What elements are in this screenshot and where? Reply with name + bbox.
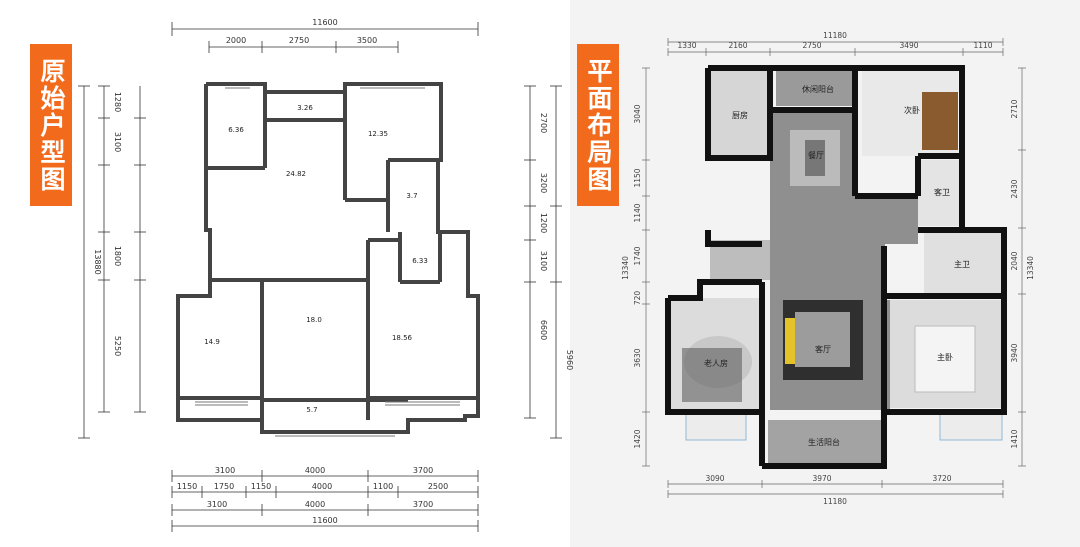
plan-dimension-lines xyxy=(642,38,1026,498)
dim-bottom-r3-2: 4000 xyxy=(305,500,325,509)
plan-dim-bottom-3: 3720 xyxy=(932,474,951,483)
room-guest-bath: 客卫 xyxy=(934,187,950,197)
plan-dim-top-1: 1330 xyxy=(677,41,696,50)
plan-dim-left-6: 3630 xyxy=(633,348,642,367)
dim-top-3: 3500 xyxy=(357,36,377,45)
dim-bottom-r2-1: 1150 xyxy=(177,482,197,491)
dim-top-1: 2000 xyxy=(226,36,246,45)
plan-dim-bottom-2: 3970 xyxy=(812,474,831,483)
plan-dim-right-1: 2710 xyxy=(1010,99,1019,118)
dim-right-2: 3200 xyxy=(539,173,548,193)
plan-dim-left-total: 13340 xyxy=(621,256,630,280)
room-area-4: 24.82 xyxy=(286,170,306,178)
dim-bottom-r3-1: 3100 xyxy=(207,500,227,509)
dim-right-6: 5960 xyxy=(565,350,574,370)
room-kitchen: 厨房 xyxy=(732,110,748,120)
plan-floors xyxy=(670,70,1003,464)
plan-room-labels: 休闲阳台 厨房 次卧 餐厅 客卫 主卫 老人房 客厅 主卧 生活阳台 xyxy=(704,84,970,447)
room-leisure-balcony: 休闲阳台 xyxy=(802,84,834,94)
original-dimension-lines xyxy=(78,22,562,532)
layout-plan-label: 平面布局图 xyxy=(577,44,619,206)
room-area-7: 14.9 xyxy=(204,338,220,346)
dim-bottom-r2-5: 1100 xyxy=(373,482,393,491)
plan-dim-bottom-1: 3090 xyxy=(705,474,724,483)
room-master-bath: 主卫 xyxy=(954,259,970,269)
room-area-9: 18.56 xyxy=(392,334,413,342)
dim-bottom-r1-3: 3700 xyxy=(413,466,433,475)
room-utility-balcony: 生活阳台 xyxy=(808,437,840,447)
room-area-6: 6.33 xyxy=(412,257,428,265)
original-walls xyxy=(176,82,480,434)
plan-dim-top-2: 2160 xyxy=(728,41,747,50)
plan-dim-right-5: 1410 xyxy=(1010,429,1019,448)
dim-bottom-r2-3: 1150 xyxy=(251,482,271,491)
dim-top-2: 2750 xyxy=(289,36,309,45)
dim-left-total: 13880 xyxy=(93,249,102,274)
dim-right-5: 6600 xyxy=(539,320,548,340)
plan-dim-bottom-total: 11180 xyxy=(823,497,847,506)
dim-bottom-r2-4: 4000 xyxy=(312,482,332,491)
room-elder: 老人房 xyxy=(704,358,728,368)
dim-right-3: 1200 xyxy=(539,213,548,233)
dim-left-4: 5250 xyxy=(113,336,122,356)
room-area-2: 3.26 xyxy=(297,104,313,112)
plan-dim-left-4: 1740 xyxy=(633,246,642,265)
plan-dim-top-4: 3490 xyxy=(899,41,918,50)
plan-dim-left-2: 1150 xyxy=(633,168,642,187)
plan-dim-right-2: 2430 xyxy=(1010,179,1019,198)
room-area-1: 6.36 xyxy=(228,126,244,134)
room-master-bedroom: 主卧 xyxy=(937,352,953,362)
plan-dim-left-3: 1140 xyxy=(633,203,642,222)
room-living: 客厅 xyxy=(815,344,831,354)
dim-bottom-r2-2: 1750 xyxy=(214,482,234,491)
room-area-10: 5.7 xyxy=(306,406,317,414)
plan-dim-top-3: 2750 xyxy=(802,41,821,50)
dim-bottom-r3-3: 3700 xyxy=(413,500,433,509)
original-room-areas: 6.36 3.26 12.35 24.82 3.7 6.33 14.9 18.0… xyxy=(204,104,428,414)
plan-dim-right-total: 13340 xyxy=(1026,256,1035,280)
plan-dim-top-total: 11180 xyxy=(823,31,847,40)
dim-left-1: 1280 xyxy=(113,92,122,112)
room-second-bedroom: 次卧 xyxy=(904,105,920,115)
room-area-8: 18.0 xyxy=(306,316,322,324)
plan-dim-right-4: 3940 xyxy=(1010,343,1019,362)
dim-left-2: 3100 xyxy=(113,132,122,152)
original-floorplan-label: 原始户型图 xyxy=(30,44,72,206)
room-area-3: 12.35 xyxy=(368,130,388,138)
dim-bottom-r1-1: 3100 xyxy=(215,466,235,475)
original-dimension-texts: 11600 2000 2750 3500 3100 4000 3700 1150… xyxy=(93,18,574,525)
dim-right-1: 2700 xyxy=(539,113,548,133)
dim-bottom-r1-2: 4000 xyxy=(305,466,325,475)
dim-bottom-total: 11600 xyxy=(312,516,337,525)
plan-dim-right-3: 2040 xyxy=(1010,251,1019,270)
dim-top-total: 11600 xyxy=(312,18,337,27)
plan-dimension-texts: 11180 1330 2160 2750 3490 1110 3090 3970… xyxy=(621,31,1035,506)
room-area-5: 3.7 xyxy=(406,192,417,200)
room-dining: 餐厅 xyxy=(808,151,824,160)
plan-walls xyxy=(665,65,1007,469)
dim-right-4: 3100 xyxy=(539,251,548,271)
plan-dim-left-7: 1420 xyxy=(633,429,642,448)
dim-left-3: 1800 xyxy=(113,246,122,266)
plan-dim-left-5: 720 xyxy=(633,291,642,306)
dim-bottom-r2-6: 2500 xyxy=(428,482,448,491)
plan-dim-left-1: 3040 xyxy=(633,104,642,123)
plan-dim-top-5: 1110 xyxy=(973,41,992,50)
original-windows xyxy=(195,87,460,437)
